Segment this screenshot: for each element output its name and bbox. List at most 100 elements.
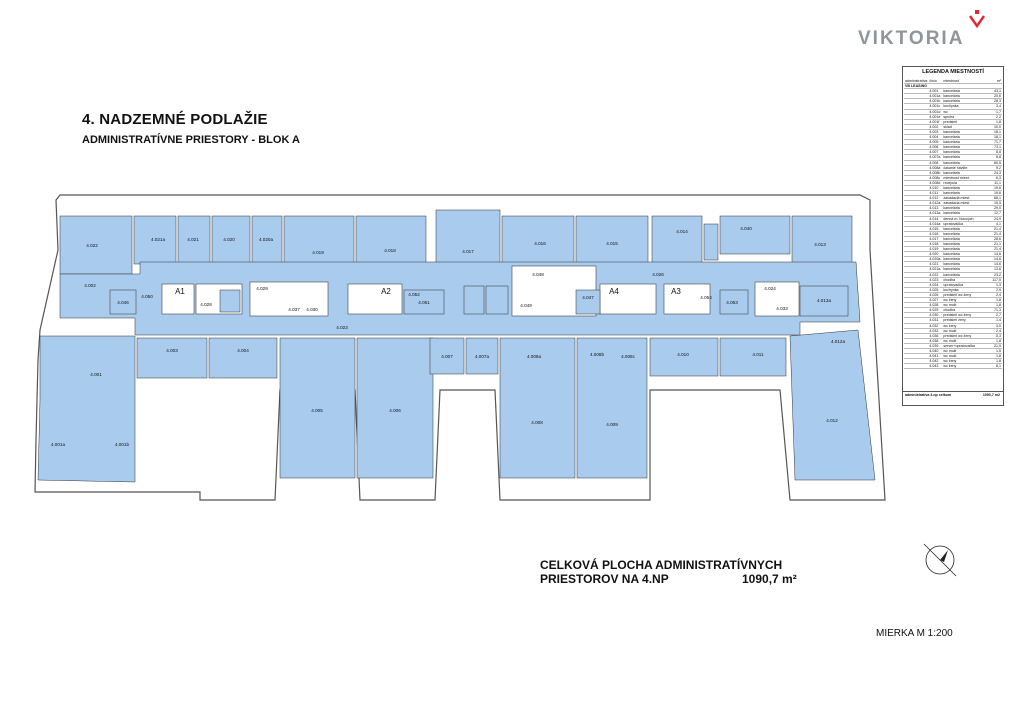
legend-cell-room: wc ženy: [942, 358, 988, 365]
legend-cell-area: 21,9: [988, 343, 1002, 349]
legend-cell-number: 4.001b: [928, 98, 943, 105]
legend-cell-number: 4.043: [928, 363, 943, 370]
room-label: 4.021a: [151, 237, 165, 242]
legend-cell-blank: [904, 149, 929, 156]
legend-cell-room: kancelária: [942, 261, 988, 268]
legend-sum-label: administratíva 4.np celkom: [905, 393, 952, 397]
room-label: 4.004: [237, 348, 249, 353]
room-label: 4.049: [520, 303, 532, 308]
legend-header-area: m²: [988, 79, 1002, 85]
legend-cell-number: 4.030: [928, 312, 943, 319]
legend-cell-number: 4.008d: [928, 180, 943, 186]
room-label: 4.016: [534, 241, 546, 246]
legend-cell-number: 4.036: [928, 333, 943, 339]
legend-cell-number: 4.032: [928, 323, 943, 329]
room-label: 4.024: [764, 286, 776, 291]
legend-header-room: miestnosť: [942, 79, 988, 85]
room-label: 4.018: [384, 248, 396, 253]
legend-cell-blank: [904, 221, 929, 227]
legend-cell-room: predsieň wc ženy: [942, 292, 988, 299]
north-rooms: [59, 209, 853, 275]
brand-mark-icon: [969, 10, 985, 29]
legend-cell-room: kancelária: [942, 231, 988, 237]
legend-cell-number: 4.011: [928, 190, 943, 197]
legend-header-number: číslo: [928, 79, 943, 85]
legend-cell-room: kancelária: [942, 160, 988, 166]
room-label: 4.053: [726, 300, 738, 305]
room-label: 4.008b: [590, 352, 604, 357]
legend-cell-blank: [904, 312, 929, 319]
legend-cell-room: wc muži: [942, 348, 988, 355]
legend-cell-blank: [904, 333, 929, 339]
legend-cell-blank: [904, 134, 929, 141]
room-label: 4.012a: [831, 339, 845, 344]
legend-cell-area: 2,7: [988, 312, 1002, 319]
legend-cell-blank: [904, 231, 929, 237]
room-label: 4.008a: [527, 354, 541, 359]
legend-cell-area: 73,1: [988, 144, 1002, 151]
legend-cell-room: predsieň wc ženy: [942, 333, 988, 339]
legend-cell-number: 4.027: [928, 297, 943, 304]
legend-cell-room: miestnosť miest.: [942, 175, 988, 181]
room-label: 4.040: [740, 226, 752, 231]
room-label: 4.001a: [51, 442, 65, 447]
legend-cell-area: 4,1: [988, 221, 1002, 227]
legend-cell-room: sprcha: [942, 114, 988, 120]
room-label: 4.002: [84, 283, 96, 288]
legend-cell-blank: [904, 241, 929, 248]
legend-cell-number: 4.001d: [928, 109, 943, 115]
room-label: 4.008: [531, 420, 543, 425]
legend-cell-number: 4.042: [928, 358, 943, 365]
legend-cell-number: 4.018: [928, 241, 943, 248]
legend-cell-area: 1,7: [988, 109, 1002, 115]
legend-cell-number: 4.013: [928, 205, 943, 212]
legend-cell-area: 1,8: [988, 353, 1002, 360]
legend-cell-number: 4.002: [928, 124, 943, 130]
legend-cell-blank: [904, 353, 929, 360]
core-label-a1: A1: [175, 287, 185, 296]
legend-cell-room: kancelária: [942, 154, 988, 161]
legend-cell-room: upratovačka: [942, 221, 988, 227]
legend-cell-blank: [904, 170, 929, 176]
legend-cell-blank: [904, 103, 929, 110]
legend-title: LEGENDA MIESTNOSTÍ: [922, 69, 984, 75]
core-label-a2: A2: [381, 287, 391, 296]
legend-cell-number: 4.024: [928, 282, 943, 288]
room-label: 4.012: [826, 418, 838, 423]
legend-cell-blank: [904, 129, 929, 136]
scale-label: MIERKA M 1:200: [876, 628, 953, 639]
brand-name: VIKTORIA: [858, 28, 965, 49]
room-label: 4.007a: [475, 354, 489, 359]
legend-cell-blank: [904, 190, 929, 197]
legend-cell-area: 1,8: [988, 338, 1002, 344]
room-label: 4.014: [676, 229, 688, 234]
legend-cell-number: 4.028: [928, 302, 943, 309]
legend-cell-room: wc: [942, 109, 988, 115]
legend-cell-room: wc muži: [942, 328, 988, 334]
legend-cell-area: 14,6: [988, 251, 1002, 258]
room-label: 4.033: [776, 306, 788, 311]
legend-cell-area: 6,3: [988, 175, 1002, 181]
legend-cell-room: kancelária: [942, 246, 988, 253]
legend-cell-area: 29,0: [988, 205, 1002, 212]
room-label: 4.030: [306, 307, 318, 312]
room-label: 4.003: [166, 348, 178, 353]
legend-cell-number: 4.025: [928, 287, 943, 293]
